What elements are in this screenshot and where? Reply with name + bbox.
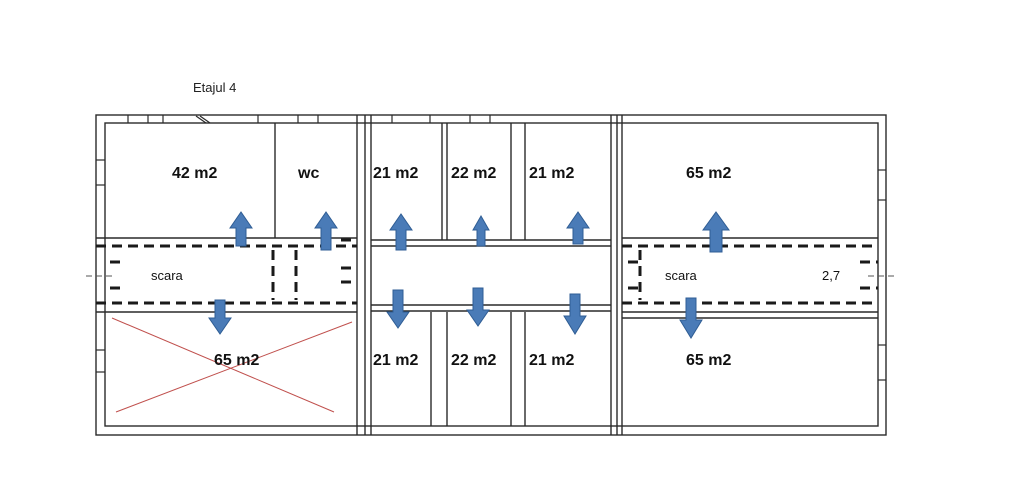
room-bottom-mid-1-area: 21 m2	[373, 352, 418, 369]
arrow-down-icon	[679, 297, 703, 339]
room-labels: 42 m2 wc 21 m2 22 m2 21 m2 65 m2 65 m2 2…	[151, 165, 840, 369]
arrow-down-icon	[386, 289, 410, 329]
floor-title: Etajul 4	[193, 80, 236, 95]
room-bottom-mid-2-area: 22 m2	[451, 352, 496, 369]
stair-outlines	[96, 238, 878, 305]
arrow-up-icon	[314, 211, 338, 251]
arrow-up-icon	[472, 214, 490, 247]
room-top-left-area: 42 m2	[172, 165, 217, 182]
access-arrows	[208, 211, 730, 339]
room-wc-label: wc	[297, 165, 319, 182]
crossed-room-mark	[111, 317, 353, 413]
room-top-mid-3-area: 21 m2	[529, 165, 574, 182]
height-label: 2,7	[822, 268, 840, 283]
room-top-mid-2-area: 22 m2	[451, 165, 496, 182]
room-bottom-right-area: 65 m2	[686, 352, 731, 369]
outer-walls	[95, 114, 887, 436]
arrow-up-icon	[702, 211, 730, 253]
stair-right-label: scara	[665, 268, 698, 283]
window-marks	[96, 115, 886, 381]
room-top-right-area: 65 m2	[686, 165, 731, 182]
stair-left-label: scara	[151, 268, 184, 283]
arrow-up-icon	[229, 211, 253, 247]
room-top-mid-1-area: 21 m2	[373, 165, 418, 182]
room-bottom-left-area: 65 m2	[214, 352, 259, 369]
arrow-up-icon	[566, 211, 590, 245]
arrow-down-icon	[466, 287, 490, 327]
arrow-down-icon	[563, 293, 587, 335]
arrow-up-icon	[389, 213, 413, 251]
arrow-down-icon	[208, 299, 232, 335]
inner-walls	[96, 115, 878, 435]
room-bottom-mid-3-area: 21 m2	[529, 352, 574, 369]
